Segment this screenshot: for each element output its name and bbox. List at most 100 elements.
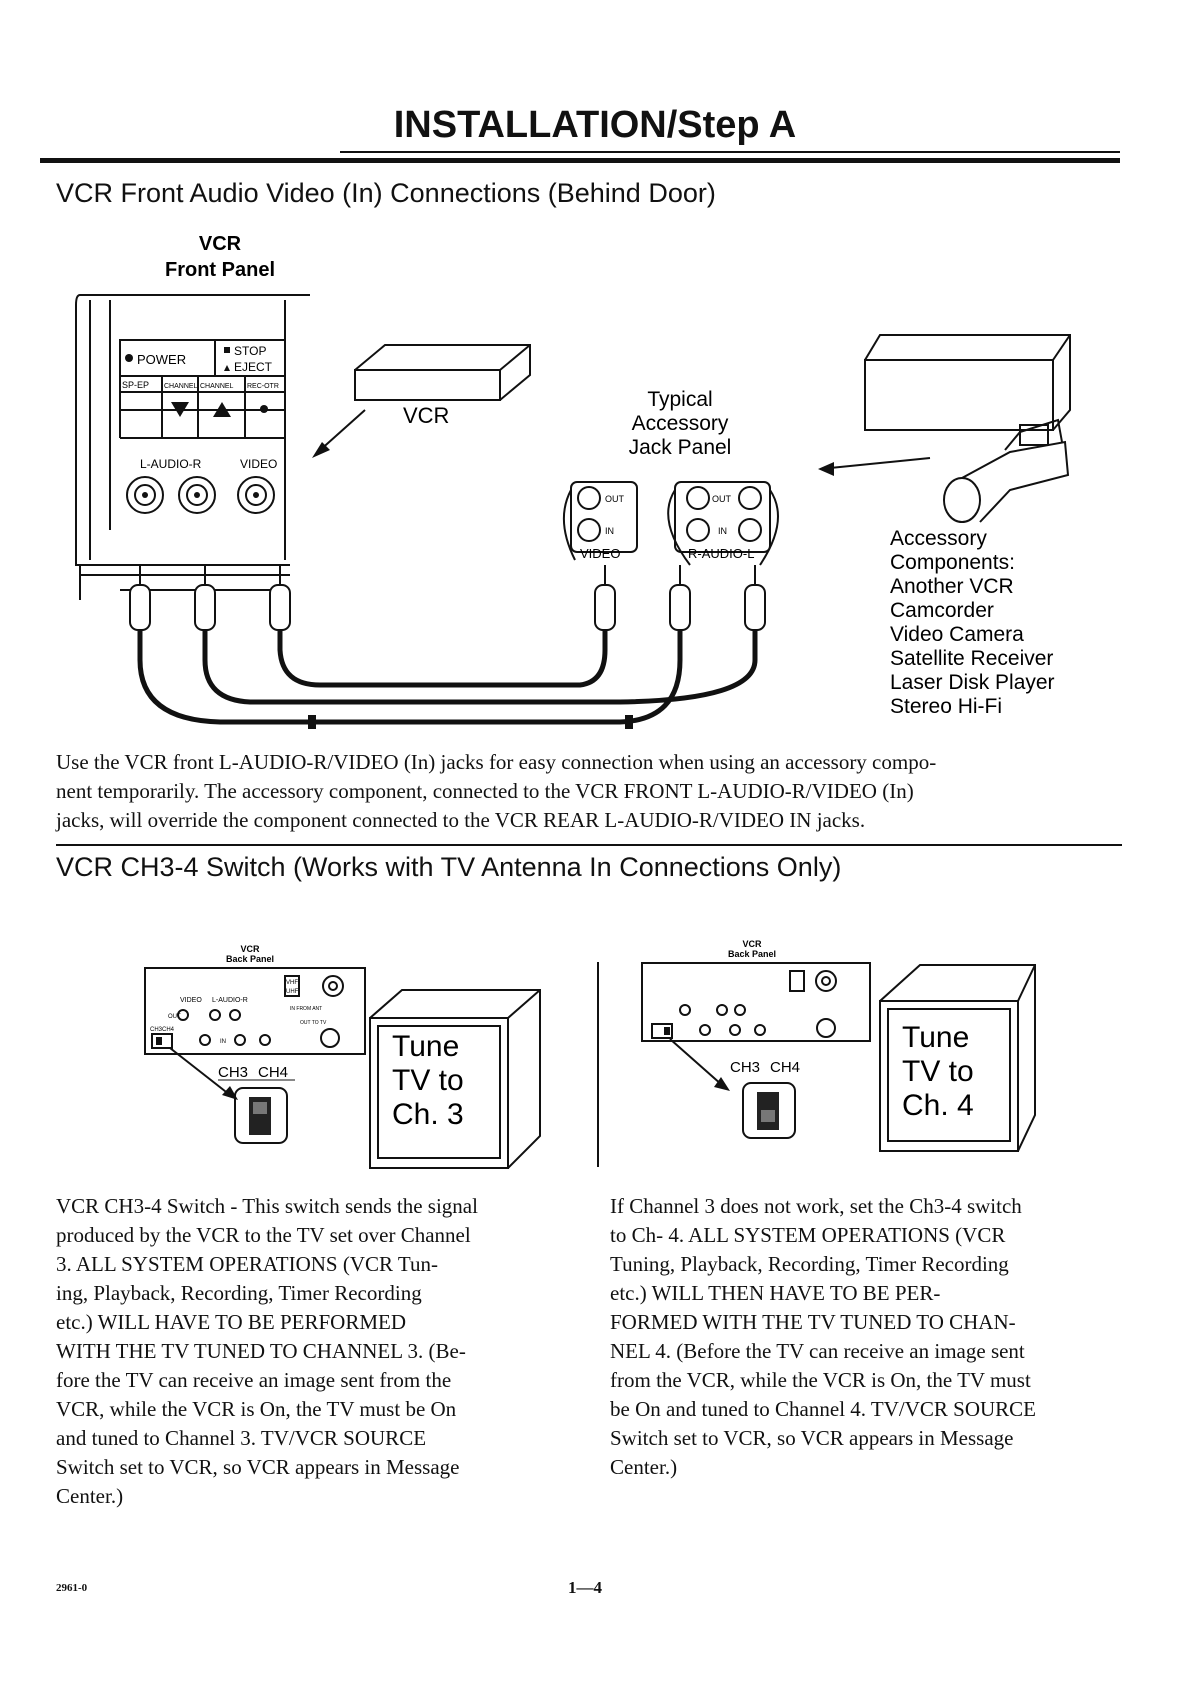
ch4-description: If Channel 3 does not work, set the Ch3-…	[610, 1192, 1036, 1482]
arrow-icon	[312, 442, 330, 458]
section-divider	[56, 844, 1122, 846]
ch3-ch4-switch	[234, 1087, 288, 1144]
ch3-ch4-switch	[742, 1082, 796, 1139]
switch-label-ch3: CH3	[730, 1059, 760, 1076]
back-panel-ch3-label: CH3	[150, 1027, 163, 1033]
tv-text-line3: Ch. 4	[902, 1089, 974, 1122]
accessory-list-6: Laser Disk Player	[890, 671, 1055, 694]
accessory-component-box	[864, 334, 1071, 431]
accessory-list-5: Satellite Receiver	[890, 647, 1053, 670]
arrow-icon	[714, 1077, 730, 1091]
paragraph-line: to Ch- 4. ALL SYSTEM OPERATIONS (VCR	[610, 1223, 1006, 1247]
accessory-list-1: Components:	[890, 551, 1015, 574]
power-label: POWER	[137, 352, 186, 367]
paragraph-line: Switch set to VCR, so VCR appears in Mes…	[56, 1455, 460, 1479]
paragraph-line: Center.)	[610, 1455, 678, 1479]
accessory-list-2: Another VCR	[890, 575, 1014, 598]
audio-video-cables	[137, 630, 758, 725]
back-panel-uhf-label: UHF	[286, 989, 299, 995]
arrow-left-icon	[818, 462, 834, 476]
title-underline	[340, 151, 1120, 153]
paragraph-line: from the VCR, while the VCR is On, the T…	[610, 1368, 1031, 1392]
ch3-description: VCR CH3-4 Switch - This switch sends the…	[56, 1192, 478, 1511]
footer-code: 2961-0	[56, 1582, 88, 1594]
paragraph-line: VCR, while the VCR is On, the TV must be…	[56, 1397, 457, 1421]
audio-jack-label: R-AUDIO-L	[688, 546, 754, 561]
btn-rec-otr: REC-OTR	[247, 383, 279, 390]
paragraph-line: VCR CH3-4 Switch - This switch sends the…	[56, 1194, 478, 1218]
tv-ch3	[369, 989, 541, 1169]
channel-up-icon	[213, 402, 231, 417]
jack-label-video: VIDEO	[240, 457, 277, 471]
video-jack-label: VIDEO	[580, 546, 620, 561]
vcr-back-panel	[144, 967, 366, 1055]
title-rule	[40, 158, 1120, 163]
paragraph-line: etc.) WILL THEN HAVE TO BE PER-	[610, 1281, 941, 1305]
jack-panel-caption-1: Typical	[647, 388, 712, 411]
tv-text-line1: Tune	[902, 1021, 969, 1054]
back-panel-video-label: VIDEO	[180, 997, 202, 1004]
paragraph-line: 3. ALL SYSTEM OPERATIONS (VCR Tun-	[56, 1252, 438, 1276]
paragraph-line: be On and tuned to Channel 4. TV/VCR SOU…	[610, 1397, 1037, 1421]
accessory-list-7: Stereo Hi-Fi	[890, 695, 1002, 718]
back-panel-audio-label: L-AUDIO-R	[212, 997, 248, 1004]
paragraph-line: Switch set to VCR, so VCR appears in Mes…	[610, 1426, 1014, 1450]
paragraph-line: etc.) WILL HAVE TO BE PERFORMED	[56, 1310, 406, 1334]
vcr-box	[354, 344, 531, 401]
ch4-switch-diagram: VCR Back Panel CH3 CH4 Tune TV to Ch. 4	[641, 939, 1036, 1152]
back-panel-vhf-label: VHF	[286, 980, 298, 986]
cable-plugs	[129, 584, 766, 631]
description-line: Use the VCR front L-AUDIO-R/VIDEO (In) j…	[56, 750, 937, 774]
page-title: INSTALLATION/Step A	[393, 104, 797, 146]
accessory-jack-panel	[562, 481, 779, 566]
front-av-description: Use the VCR front L-AUDIO-R/VIDEO (In) j…	[56, 748, 936, 835]
vcr-back-panel	[641, 962, 871, 1042]
paragraph-line: NEL 4. (Before the TV can receive an ima…	[610, 1339, 1025, 1363]
eject-label: EJECT	[234, 360, 273, 374]
btn-sp-ep: SP-EP	[122, 380, 149, 390]
panel-caption-line1: VCR	[199, 233, 242, 255]
back-panel-caption-2: Back Panel	[226, 954, 274, 964]
accessory-list-3: Camcorder	[890, 599, 994, 622]
video-in-label: IN	[605, 526, 614, 536]
front-av-connection-diagram: VCR Front Panel POWER STOP EJECT SP-EP C…	[75, 233, 1071, 729]
description-line: nent temporarily. The accessory componen…	[56, 779, 914, 803]
back-panel-caption-2: Back Panel	[728, 949, 776, 959]
camcorder-icon	[943, 418, 1070, 523]
audio-out-label: OUT	[712, 494, 732, 504]
tv-ch4	[879, 964, 1036, 1152]
back-panel-in-label: IN	[220, 1039, 226, 1045]
record-icon	[260, 405, 268, 413]
paragraph-line: FORMED WITH THE TV TUNED TO CHAN-	[610, 1310, 1016, 1334]
back-panel-caption-1: VCR	[240, 944, 260, 954]
jack-panel-caption-3: Jack Panel	[629, 436, 732, 459]
front-jacks	[126, 476, 275, 514]
ch3-switch-diagram: VCR Back Panel VIDEO L-AUDIO-R VHF UHF I…	[144, 944, 541, 1169]
back-panel-out-label: OUT	[168, 1014, 181, 1020]
accessory-list-4: Video Camera	[890, 623, 1024, 646]
jack-label-audio: L-AUDIO-R	[140, 457, 202, 471]
paragraph-line: ing, Playback, Recording, Timer Recordin…	[56, 1281, 422, 1305]
accessory-list-0: Accessory	[890, 527, 987, 550]
back-panel-ch4-label: CH4	[162, 1027, 175, 1033]
paragraph-line: produced by the VCR to the TV set over C…	[56, 1223, 471, 1247]
section-heading-front-av: VCR Front Audio Video (In) Connections (…	[56, 178, 716, 208]
tv-text-line3: Ch. 3	[392, 1098, 464, 1131]
paragraph-line: Tuning, Playback, Recording, Timer Recor…	[610, 1252, 1009, 1276]
btn-channel-up: CHANNEL	[200, 383, 234, 390]
description-line: jacks, will override the component conne…	[56, 808, 866, 832]
tv-text-line2: TV to	[902, 1055, 974, 1088]
switch-label-ch4: CH4	[770, 1059, 800, 1076]
video-out-label: OUT	[605, 494, 625, 504]
tv-text-line1: Tune	[392, 1030, 459, 1063]
page-number: 1—4	[568, 1578, 602, 1597]
vcr-front-panel	[75, 294, 310, 600]
audio-in-label: IN	[718, 526, 727, 536]
stop-label: STOP	[234, 344, 266, 358]
vcr-box-label: VCR	[403, 403, 449, 428]
tv-text-line2: TV to	[392, 1064, 464, 1097]
panel-caption-line2: Front Panel	[165, 259, 275, 281]
switch-label-ch4: CH4	[258, 1064, 288, 1081]
column-divider	[597, 962, 599, 1167]
back-panel-in-ant-label: IN FROM ANT	[290, 1006, 322, 1012]
